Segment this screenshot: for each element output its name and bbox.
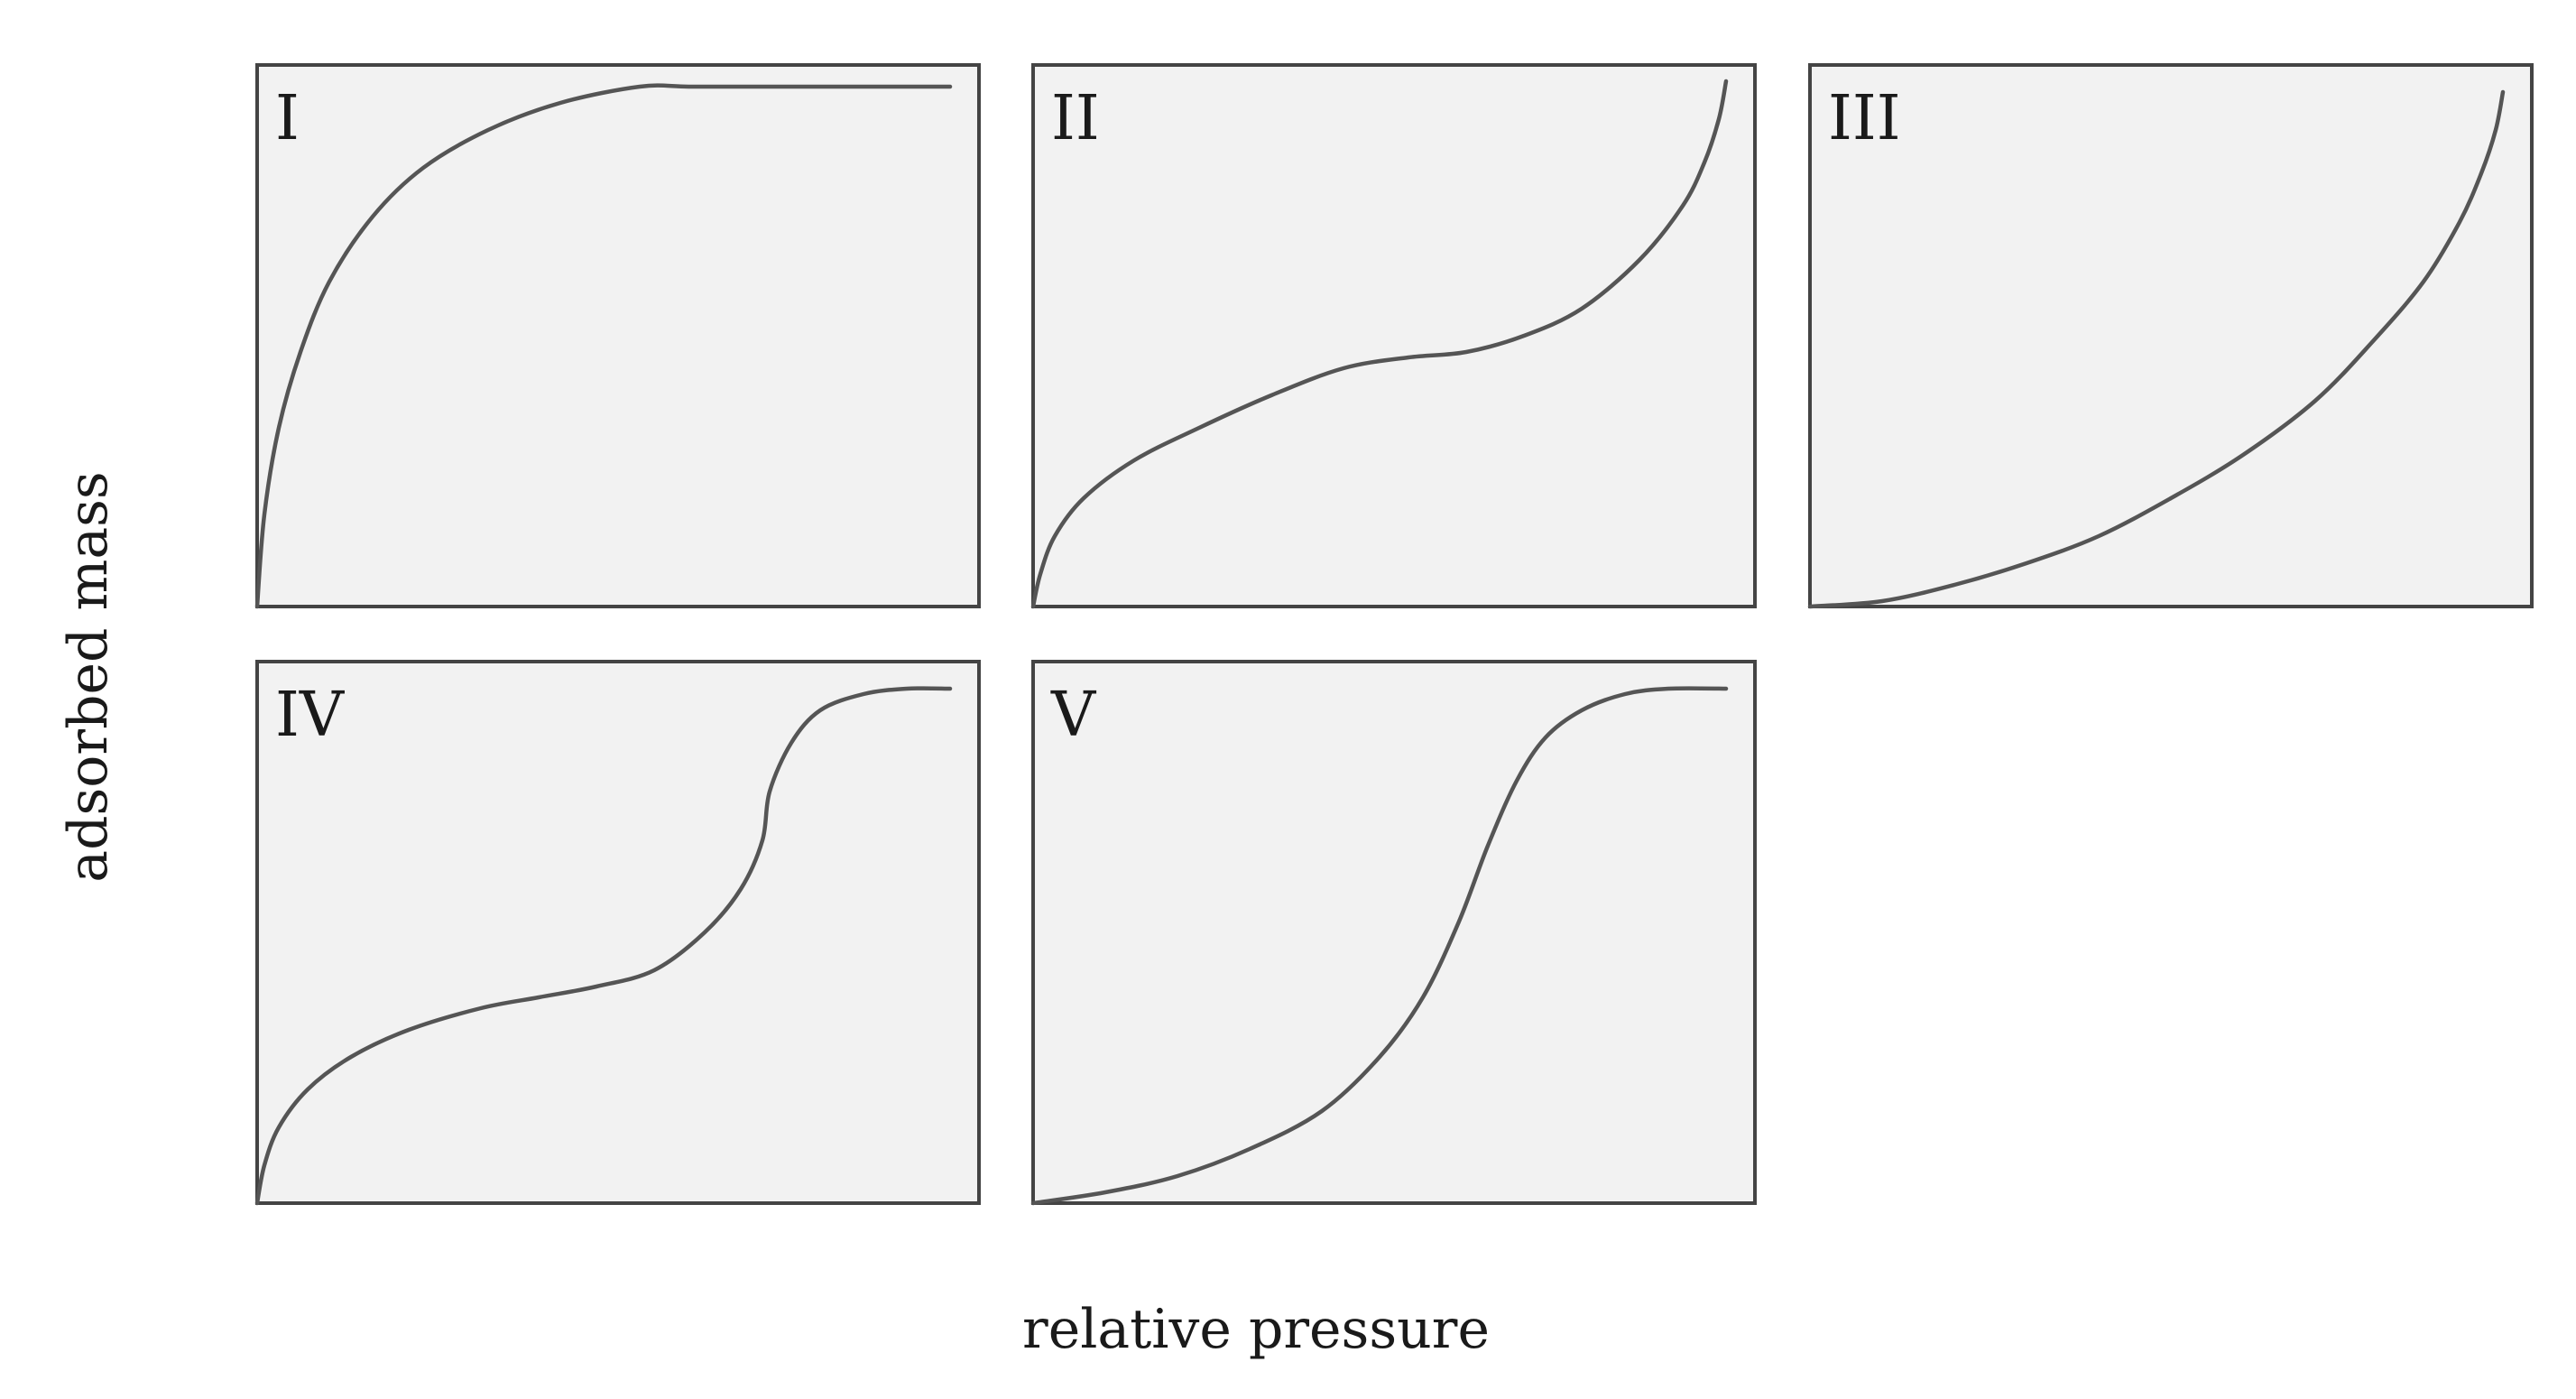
- panel-label: III: [1828, 83, 1901, 154]
- isotherm-curve: [254, 83, 953, 609]
- panel-label: II: [1051, 83, 1100, 154]
- panel-frame: [1031, 660, 1757, 1205]
- panel-frame: [1031, 63, 1757, 608]
- isotherm-curve: [1030, 686, 1729, 1206]
- panel-frame: [255, 63, 981, 608]
- isotherm-panel-1: I: [254, 63, 981, 609]
- panel-label: I: [275, 83, 300, 154]
- panel-frame: [1808, 63, 2534, 608]
- isotherm-curve: [1807, 89, 2506, 609]
- y-axis-label: adsorbed mass: [57, 471, 120, 882]
- isotherm-panel-4: IV: [254, 660, 981, 1206]
- isotherm-panel-5: V: [1030, 660, 1757, 1206]
- panel-label: V: [1050, 680, 1097, 751]
- panel-label: IV: [275, 680, 346, 751]
- panel-frame: [255, 660, 981, 1205]
- isotherm-panel-2: II: [1030, 63, 1757, 609]
- isotherm-panel-3: III: [1807, 63, 2534, 609]
- isotherm-curve: [254, 686, 953, 1206]
- x-axis-label: relative pressure: [1022, 1298, 1490, 1361]
- isotherm-curve: [1030, 79, 1729, 609]
